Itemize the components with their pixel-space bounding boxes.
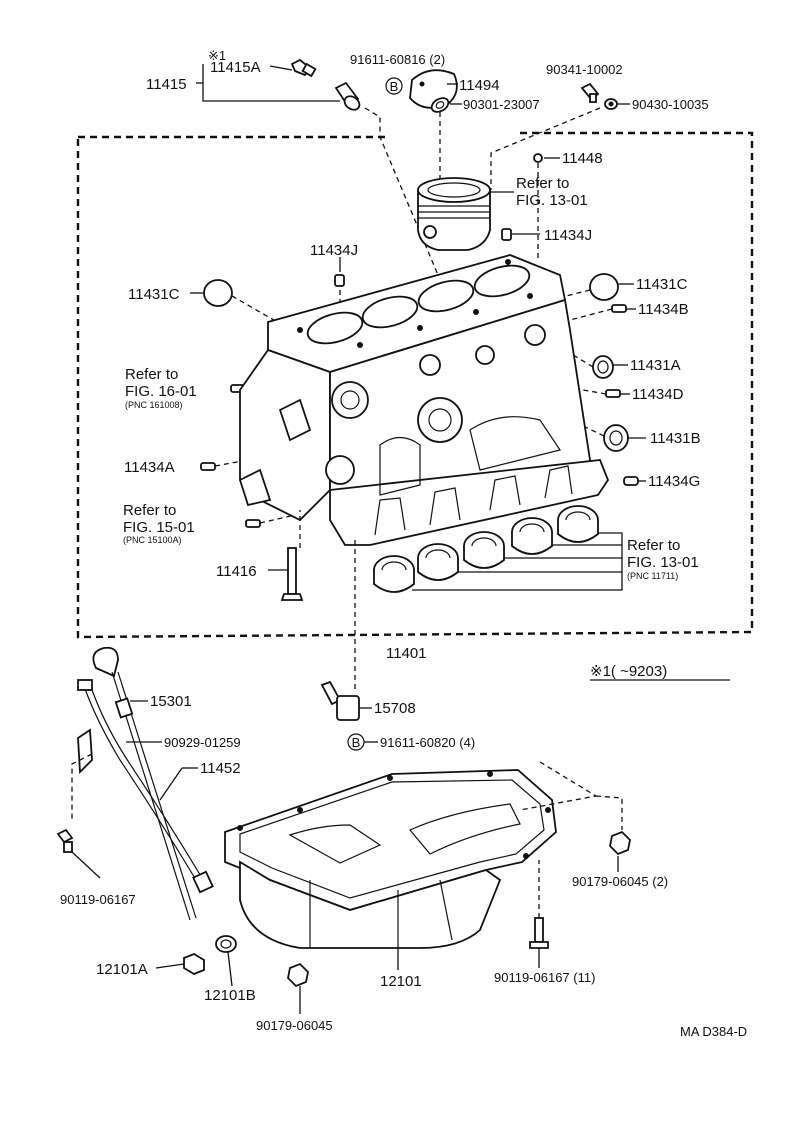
label-11434D: 11434D: [632, 386, 684, 403]
label-pnc-11711: (PNC 11711): [627, 571, 678, 581]
bolt-11416-icon: [280, 547, 304, 601]
label-90119-06167-right: 90119-06167 (11): [494, 970, 595, 985]
pin-fig15-icon: [245, 519, 261, 528]
pin-11434D-icon: [605, 389, 621, 398]
label-11434B: 11434B: [638, 301, 689, 318]
label-11431C-right: 11431C: [636, 276, 688, 293]
label-11452: 11452: [200, 760, 241, 777]
label-11434J-left: 11434J: [310, 242, 358, 259]
label-90341-10002: 90341-10002: [546, 62, 623, 77]
label-12101B: 12101B: [204, 987, 256, 1004]
label-refer-to-c: Refer to: [123, 502, 176, 519]
label-11431B: 11431B: [650, 430, 701, 447]
label-11434A: 11434A: [124, 459, 175, 476]
pin-11434A-icon: [200, 462, 216, 471]
label-fig-13-01-a: FIG. 13-01: [516, 192, 588, 209]
gasket-90301-icon: [430, 97, 450, 113]
main-bearings-icon: [373, 505, 599, 593]
label-pnc-161008: (PNC 161008): [125, 400, 183, 410]
bolt-90179-bottom-icon: [287, 962, 309, 988]
label-11494: 11494: [459, 77, 500, 94]
leader-11452: [159, 767, 183, 801]
label-90929-01259: 90929-01259: [164, 735, 241, 750]
leader-90341-dash: [490, 107, 601, 190]
label-fig-15-01: FIG. 15-01: [123, 519, 195, 536]
leader-fig15-dash: [259, 514, 296, 524]
leader-oilpan-dash: [519, 761, 623, 830]
dipstick-guide-11452-icon: [77, 679, 214, 894]
label-note-range: ※1( ~9203): [590, 663, 667, 680]
cylinder-block-icon: [238, 254, 610, 546]
label-11434J-right: 11434J: [544, 227, 592, 244]
leader-bearings: [412, 532, 623, 591]
label-90119-06167-left: 90119-06167: [60, 892, 136, 907]
label-15301: 15301: [150, 693, 192, 710]
label-15708: 15708: [374, 700, 416, 717]
label-90301-23007: 90301-23007: [463, 97, 540, 112]
label-note-mark: ※1: [208, 48, 226, 63]
plug-11431B-icon: [603, 424, 629, 452]
label-11401: 11401: [386, 645, 427, 662]
label-91611-60820: 91611-60820 (4): [380, 735, 475, 750]
label-91611-60816: 91611-60816 (2): [350, 52, 445, 67]
plug-11431C-left-icon: [203, 279, 233, 307]
oil-pan-12101-icon: [224, 769, 557, 949]
leader-11415A: [269, 65, 293, 71]
label-11415A: 11415A: [210, 59, 261, 76]
leader-12101A: [155, 963, 185, 969]
label-12101: 12101: [380, 973, 422, 990]
label-11431C-left: 11431C: [128, 286, 180, 303]
leader-11415-dash: [364, 107, 439, 276]
pin-11434G-icon: [623, 476, 639, 486]
bolt-marker-bottom-icon: B: [347, 733, 365, 751]
pin-11434B-icon: [611, 304, 627, 313]
leader-12101B: [227, 951, 233, 987]
label-refer-to-d: Refer to: [627, 537, 680, 554]
plug-11415-icon: [334, 81, 361, 111]
label-90179-06045-right: 90179-06045 (2): [572, 874, 668, 889]
label-90179-06045-bottom: 90179-06045: [256, 1018, 333, 1033]
label-pnc-15100A: (PNC 15100A): [123, 535, 182, 545]
leader-11434B-dash: [569, 308, 613, 321]
leader-11431C-right-dash: [549, 289, 591, 301]
washer-90430-icon: [604, 98, 618, 110]
label-11415: 11415: [146, 76, 187, 93]
leader-guide-bracket-dash: [71, 753, 93, 820]
dipstick-15301-icon: [92, 646, 197, 921]
label-11431A: 11431A: [630, 357, 681, 374]
cylinder-block-group-box: [76, 131, 754, 639]
leader-11415: [202, 64, 340, 102]
bolt-90179-right-icon: [609, 830, 631, 856]
drain-plug-12101A-icon: [183, 952, 205, 976]
bolt-90119-left-icon: [56, 828, 74, 853]
label-11448: 11448: [562, 150, 603, 167]
sensor-11415A-icon: [290, 58, 317, 78]
label-refer-to-b: Refer to: [125, 366, 178, 383]
sensor-15708-icon: [320, 680, 360, 721]
label-90430-10035: 90430-10035: [632, 97, 709, 112]
bolt-marker-top-text: B: [390, 79, 399, 94]
piston-icon: [417, 177, 491, 251]
label-refer-to-a: Refer to: [516, 175, 569, 192]
bolt-marker-bottom-text: B: [352, 735, 361, 750]
pin-11434J-right-icon: [501, 228, 512, 241]
pin-11434J-left-icon: [334, 274, 345, 287]
bolt-marker-top-icon: B: [385, 77, 403, 95]
label-11416: 11416: [216, 563, 257, 580]
label-12101A: 12101A: [96, 961, 148, 978]
label-ref-code: MA D384-D: [680, 1024, 747, 1039]
plug-11448-icon: [533, 153, 543, 163]
plug-11431A-icon: [592, 355, 614, 379]
label-fig-16-01: FIG. 16-01: [125, 383, 197, 400]
label-11434G: 11434G: [648, 473, 700, 490]
plug-11431C-right-icon: [589, 273, 619, 301]
bolt-90119-right-icon: [529, 917, 549, 949]
leader-90119-left: [71, 851, 101, 879]
bolt-90341-icon: [580, 82, 600, 103]
label-fig-13-01-b: FIG. 13-01: [627, 554, 699, 571]
gasket-12101B-icon: [215, 935, 237, 953]
